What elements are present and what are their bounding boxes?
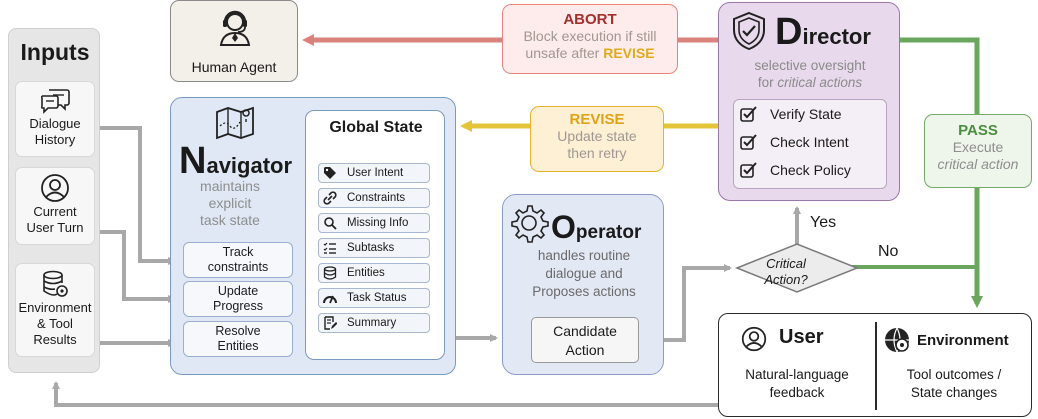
pass-arrow	[900, 37, 983, 308]
input-label-line2: History	[34, 132, 76, 147]
input-environment-tool-results: Environment & Tool Results	[15, 263, 95, 357]
pass-line2: critical action	[937, 156, 1019, 172]
director-check-item: Verify State	[740, 106, 842, 122]
note-icon	[324, 316, 337, 330]
database-gear-icon	[43, 270, 68, 297]
global-state-item: Task Status	[318, 288, 430, 308]
checklist-icon	[323, 242, 336, 254]
decision-label: Critical Action?	[764, 256, 808, 287]
global-state-item: Summary	[318, 313, 430, 333]
user-title: User	[779, 326, 824, 348]
stack-icon	[323, 266, 337, 280]
abort-revise-keyword: REVISE	[603, 45, 655, 61]
operator-subtitle: handles routine dialogue and Proposes ac…	[532, 248, 636, 299]
navigator-subtitle: maintains explicit task state	[200, 178, 260, 228]
global-state-panel: Global State User Intent Constraints Mis…	[305, 110, 445, 360]
user-environment-box: User Natural-language feedback Environme…	[718, 313, 1032, 417]
tag-icon	[324, 167, 336, 179]
global-state-item: Subtasks	[318, 238, 430, 258]
operator-title: Operator	[551, 209, 642, 245]
global-state-item: Entities	[318, 263, 430, 283]
user-description: Natural-language feedback	[745, 367, 849, 400]
input-connectors	[93, 126, 176, 347]
environment-description: Tool outcomes / State changes	[906, 367, 1002, 400]
abort-line1: Block execution if still	[523, 28, 657, 44]
globe-gear-icon	[885, 327, 909, 353]
divider	[875, 322, 877, 410]
revise-box: REVISE Update state then retry	[530, 106, 664, 172]
operator-box: Operator handles routine dialogue and Pr…	[502, 194, 664, 375]
director-title: Director	[775, 11, 871, 53]
gear-icon	[511, 205, 549, 243]
input-dialogue-history: Dialogue History	[15, 81, 95, 157]
human-agent-box: Human Agent	[170, 0, 298, 82]
candidate-action-box: Candidate Action	[531, 317, 639, 363]
abort-box: ABORT Block execution if still unsafe af…	[502, 4, 678, 74]
input-label-line1: Dialogue	[29, 116, 81, 131]
pass-box: PASS Execute critical action	[924, 114, 1032, 188]
abort-title: ABORT	[563, 11, 617, 28]
pass-title: PASS	[958, 122, 998, 139]
pass-line1: Execute	[952, 139, 1004, 155]
headset-agent-icon	[219, 10, 251, 46]
director-subtitle: selective oversight for critical actions	[754, 58, 866, 90]
director-box: Director selective oversight for critica…	[718, 2, 900, 201]
input-label-line2: & Tool	[37, 316, 73, 331]
revise-title: REVISE	[569, 111, 625, 128]
global-state-item: User Intent	[318, 163, 430, 183]
magnifier-icon	[324, 217, 337, 230]
checkbox-checked-icon	[740, 162, 757, 178]
environment-title: Environment	[917, 332, 1009, 349]
decision-diamond	[734, 243, 860, 293]
abort-line2: unsafe after	[525, 45, 600, 61]
input-current-user-turn: Current User Turn	[15, 167, 95, 245]
map-icon	[216, 106, 254, 140]
inputs-panel: Inputs Dialogue History Current User Tur…	[8, 28, 100, 373]
navigator-title: Navigator	[179, 140, 293, 182]
global-state-title: Global State	[329, 119, 423, 136]
input-label-line1: Current	[33, 204, 77, 219]
checkbox-checked-icon	[740, 134, 757, 150]
input-label-line2: User Turn	[26, 220, 84, 235]
global-state-item: Constraints	[318, 188, 430, 208]
revise-line1: Update state	[557, 128, 637, 144]
user-icon	[41, 174, 69, 202]
revise-line2: then retry	[567, 145, 627, 161]
navigator-box: Navigator maintains explicit task state …	[170, 97, 456, 375]
decision-no-label: No	[878, 243, 899, 260]
input-label-line3: Results	[33, 332, 77, 347]
director-check-item: Check Intent	[740, 134, 849, 150]
shield-check-icon	[733, 11, 765, 51]
gauge-icon	[323, 295, 337, 304]
link-icon	[323, 191, 337, 205]
director-check-item: Check Policy	[740, 162, 851, 178]
input-label-line1: Environment	[18, 300, 92, 315]
user-icon	[741, 326, 767, 352]
inputs-title: Inputs	[20, 39, 90, 65]
decision-yes-label: Yes	[810, 214, 837, 231]
human-agent-label: Human Agent	[191, 59, 277, 75]
director-checklist: Verify State Check Intent Check Policy	[733, 99, 887, 189]
checkbox-checked-icon	[740, 106, 757, 122]
global-state-item: Missing Info	[318, 213, 430, 233]
chat-icon	[40, 89, 70, 114]
feedback-arrow	[52, 381, 718, 407]
